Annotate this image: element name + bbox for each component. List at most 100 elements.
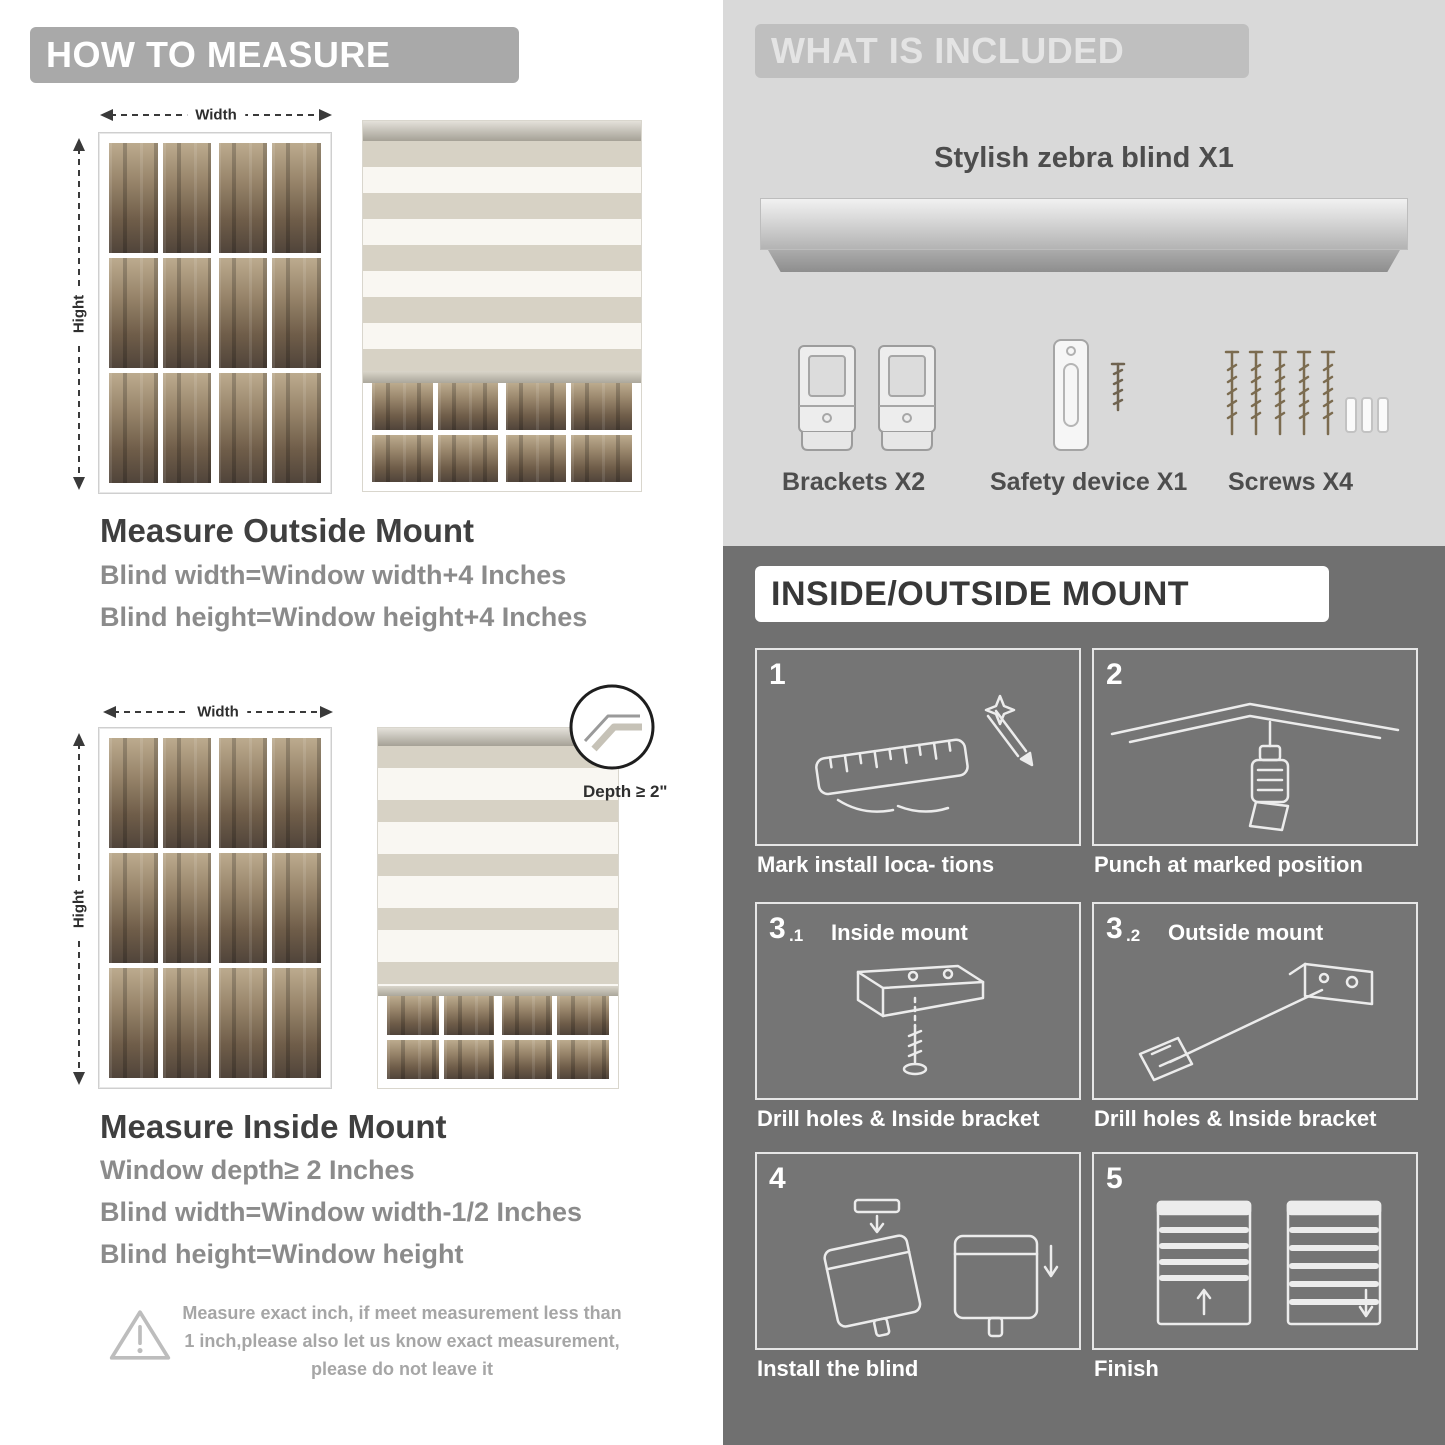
step-panel-3-1: 3 .1 Inside mount: [755, 902, 1081, 1100]
mount-banner-title: INSIDE/OUTSIDE MOUNT: [771, 575, 1190, 613]
step-number: 1: [769, 658, 786, 691]
width-dimension-label: Width: [189, 703, 247, 721]
window-panes: [109, 143, 321, 483]
drill-ceiling-illustration: [1110, 702, 1400, 832]
step-panel-3-2: 3 .2 Outside mount: [1092, 902, 1418, 1100]
height-arrow-outside: Hight: [68, 138, 90, 490]
step-caption-3-1: Drill holes & Inside bracket: [757, 1106, 1040, 1131]
step-inline-label: Outside mount: [1168, 920, 1324, 945]
window-pane: [570, 435, 632, 482]
mount-banner: INSIDE/OUTSIDE MOUNT: [755, 566, 1329, 622]
blind-cassette: [363, 121, 641, 141]
window-pane: [163, 258, 213, 368]
window-pane: [217, 738, 267, 848]
window-pane: [271, 738, 321, 848]
window-mullion: [494, 996, 502, 1079]
window-pane: [271, 258, 321, 368]
what-is-included-title: WHAT IS INCLUDED: [771, 30, 1125, 71]
horizontal-arrow-icon: [100, 109, 332, 121]
window-pane: [570, 383, 632, 430]
step-number: 4: [769, 1162, 786, 1195]
window-pane: [372, 435, 434, 482]
step-number: 5: [1106, 1162, 1123, 1195]
step-number: 2: [1106, 658, 1123, 691]
width-arrow-outside: Width: [100, 104, 332, 126]
zebra-blind-illustration-outside: [362, 120, 642, 492]
height-arrow-inside: Hight: [68, 733, 90, 1085]
window-illustration-outside: [98, 132, 332, 494]
how-to-measure-title: HOW TO MEASURE: [46, 34, 391, 75]
window-pane: [109, 738, 159, 848]
outside-mount-line-2: Blind height=Window height+4 Inches: [100, 602, 588, 632]
inside-mount-heading: Measure Inside Mount: [100, 1108, 447, 1145]
cassette-headrail: [760, 198, 1408, 250]
window-pane: [557, 996, 609, 1035]
step-panel-2: 2: [1092, 648, 1418, 846]
window-pane: [438, 435, 500, 482]
window-pane: [443, 1040, 496, 1079]
window-pane: [163, 853, 213, 963]
window-pane: [109, 853, 159, 963]
inside-mount-line-2: Blind width=Window width-1/2 Inches: [100, 1197, 583, 1227]
window-below-blind: [378, 996, 618, 1088]
step-caption-3-2: Drill holes & Inside bracket: [1094, 1106, 1377, 1131]
window-pane: [217, 258, 267, 368]
window-pane: [271, 853, 321, 963]
depth-zoom-callout: [568, 683, 656, 771]
window-pane: [217, 143, 267, 253]
window-pane: [504, 435, 566, 482]
height-dimension-label: Hight: [70, 881, 88, 937]
window-pane: [109, 143, 159, 253]
step-inline-label: Inside mount: [831, 920, 968, 945]
window-panes: [387, 996, 609, 1079]
outside-mount-line-1: Blind width=Window width+4 Inches: [100, 560, 567, 590]
window-pane: [500, 1040, 553, 1079]
width-arrow-inside: Width: [103, 701, 333, 723]
blind-bottom-rail: [363, 371, 641, 383]
safety-device-label: Safety device X1: [990, 468, 1188, 496]
window-pane: [387, 1040, 439, 1079]
what-is-included-banner: WHAT IS INCLUDED: [755, 24, 1249, 78]
blind-stripes: [363, 141, 641, 371]
step-number: 3: [769, 912, 786, 945]
step-caption-2: Punch at marked position: [1094, 852, 1363, 877]
width-dimension-label: Width: [187, 106, 245, 124]
inside-mount-line-1: Window depth≥ 2 Inches: [100, 1155, 415, 1185]
window-below-blind: [363, 383, 641, 491]
step-number: 3: [1106, 912, 1123, 945]
step-caption-5: Finish: [1094, 1356, 1159, 1381]
window-pane: [271, 968, 321, 1078]
safety-device-icon: [1053, 339, 1126, 451]
window-pane: [557, 1040, 609, 1079]
what-is-included-section: [723, 0, 1445, 546]
zebra-blind-illustration-inside: [377, 727, 619, 1089]
warning-triangle-icon: [108, 1306, 172, 1366]
window-pane: [387, 996, 439, 1035]
window-pane: [163, 143, 213, 253]
window-mullion: [211, 143, 219, 483]
blind-stripes: [378, 746, 618, 986]
height-dimension-label: Hight: [70, 286, 88, 342]
window-panes: [372, 383, 632, 482]
blind-cassette: [378, 728, 618, 746]
bracket-icon: [798, 345, 856, 451]
step-caption-4: Install the blind: [757, 1356, 919, 1381]
step-panel-5: 5: [1092, 1152, 1418, 1350]
step-panel-1: 1: [755, 648, 1081, 846]
product-label: Stylish zebra blind X1: [934, 142, 1234, 174]
cassette-valance: [768, 250, 1400, 272]
window-panes: [109, 738, 321, 1078]
screws-label: Screws X4: [1228, 468, 1354, 496]
brackets-label: Brackets X2: [782, 468, 926, 496]
window-pane: [109, 968, 159, 1078]
screws-icon: [1224, 350, 1389, 436]
window-illustration-inside: [98, 727, 332, 1089]
window-pane: [217, 968, 267, 1078]
window-pane: [500, 996, 553, 1035]
window-pane: [217, 853, 267, 963]
window-mullion: [211, 738, 219, 1078]
window-pane: [109, 258, 159, 368]
window-pane: [443, 996, 496, 1035]
bracket-icon: [878, 345, 936, 451]
